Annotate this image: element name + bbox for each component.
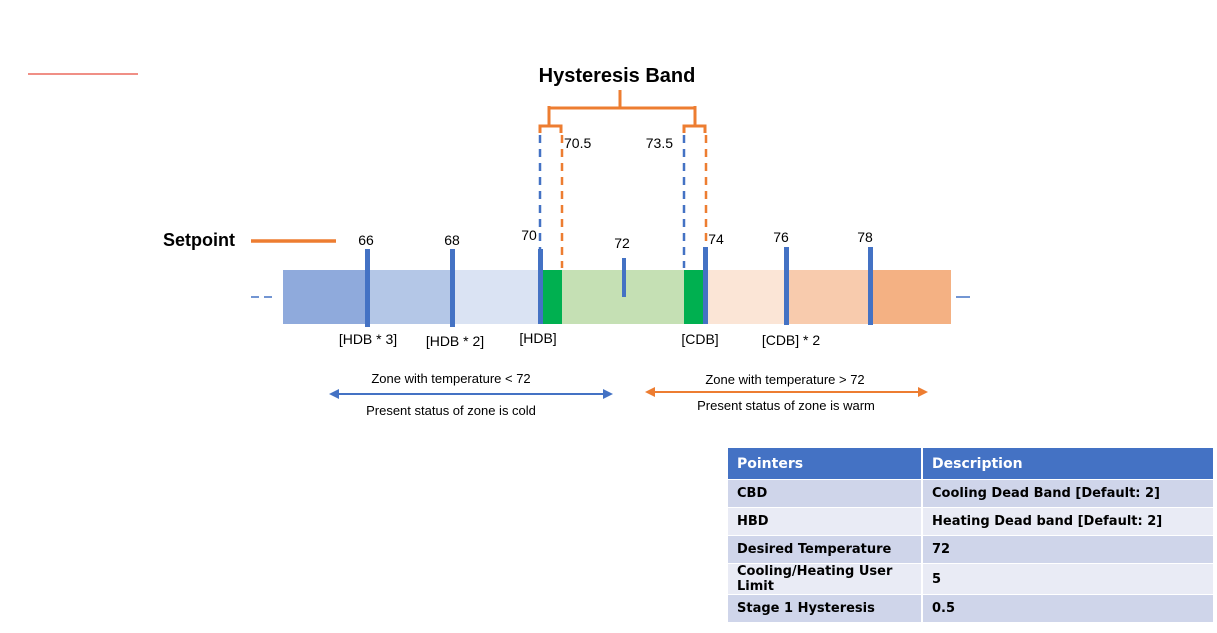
setpoint-label: Setpoint: [163, 230, 235, 250]
segment-cold-3: [283, 270, 367, 324]
band-label: [HDB * 3]: [339, 331, 397, 347]
table-cell: Cooling/Heating User Limit: [728, 563, 922, 595]
tick-label: 72: [614, 235, 630, 251]
temperature-bar: [283, 270, 951, 324]
table-row: HBD Heating Dead band [Default: 2]: [728, 507, 1213, 536]
pointers-table: Pointers Description CBD Cooling Dead Ba…: [728, 448, 1213, 622]
tick-label: 68: [444, 232, 460, 248]
tick-78: [868, 247, 873, 325]
tick-label: 76: [773, 229, 789, 245]
band-label: [HDB * 2]: [426, 333, 484, 349]
tick-74: [703, 247, 708, 324]
table-cell: 0.5: [921, 594, 1213, 622]
table-cell: HBD: [728, 507, 922, 536]
segment-cool-hysteresis: [684, 270, 705, 324]
table-cell: Cooling Dead Band [Default: 2]: [921, 479, 1213, 508]
table-row: CBD Cooling Dead Band [Default: 2]: [728, 479, 1213, 508]
segment-warm-2: [786, 270, 870, 324]
hysteresis-bracket: [538, 90, 707, 133]
tick-label: 70: [521, 227, 537, 243]
tick-label: 66: [358, 232, 374, 248]
tick-72: [622, 258, 626, 297]
tick-68: [450, 249, 455, 327]
table-cell: Heating Dead band [Default: 2]: [921, 507, 1213, 536]
band-label: [CDB] * 2: [762, 332, 821, 348]
table-header-row: Pointers Description: [728, 448, 1213, 480]
tick-70: [538, 249, 543, 324]
tick-label: 74: [708, 231, 724, 247]
cold-zone-line2: Present status of zone is cold: [366, 403, 536, 418]
column-header-pointers: Pointers: [728, 448, 922, 480]
table-row: Cooling/Heating User Limit 5: [728, 563, 1213, 595]
table-cell: 5: [921, 563, 1213, 595]
tick-markers: [365, 247, 873, 327]
band-label: [CDB]: [681, 331, 718, 347]
cold-zone-line1: Zone with temperature < 72: [371, 371, 530, 386]
warm-zone: Zone with temperature > 72 Present statu…: [645, 372, 928, 413]
diagram-title: Hysteresis Band: [539, 65, 696, 87]
tick-label: 78: [857, 229, 873, 245]
table-cell: 72: [921, 535, 1213, 564]
warm-zone-line1: Zone with temperature > 72: [705, 372, 864, 387]
tick-76: [784, 247, 789, 325]
segment-warm-3: [870, 270, 951, 324]
hysteresis-right-value: 73.5: [646, 135, 673, 151]
segment-cold-2: [367, 270, 452, 324]
hysteresis-left-value: 70.5: [564, 135, 591, 151]
segment-heat-hysteresis: [541, 270, 562, 324]
table-cell: Stage 1 Hysteresis: [728, 594, 922, 622]
cold-zone: Zone with temperature < 72 Present statu…: [329, 371, 613, 418]
table-cell: CBD: [728, 479, 922, 508]
band-label: [HDB]: [519, 330, 556, 346]
tick-66: [365, 249, 370, 327]
segment-cold-1: [452, 270, 541, 324]
column-header-description: Description: [921, 448, 1213, 480]
table-row: Stage 1 Hysteresis 0.5: [728, 594, 1213, 622]
table-cell: Desired Temperature: [728, 535, 922, 564]
warm-zone-line2: Present status of zone is warm: [697, 398, 875, 413]
segment-warm-1: [705, 270, 786, 324]
table-row: Desired Temperature 72: [728, 535, 1213, 564]
